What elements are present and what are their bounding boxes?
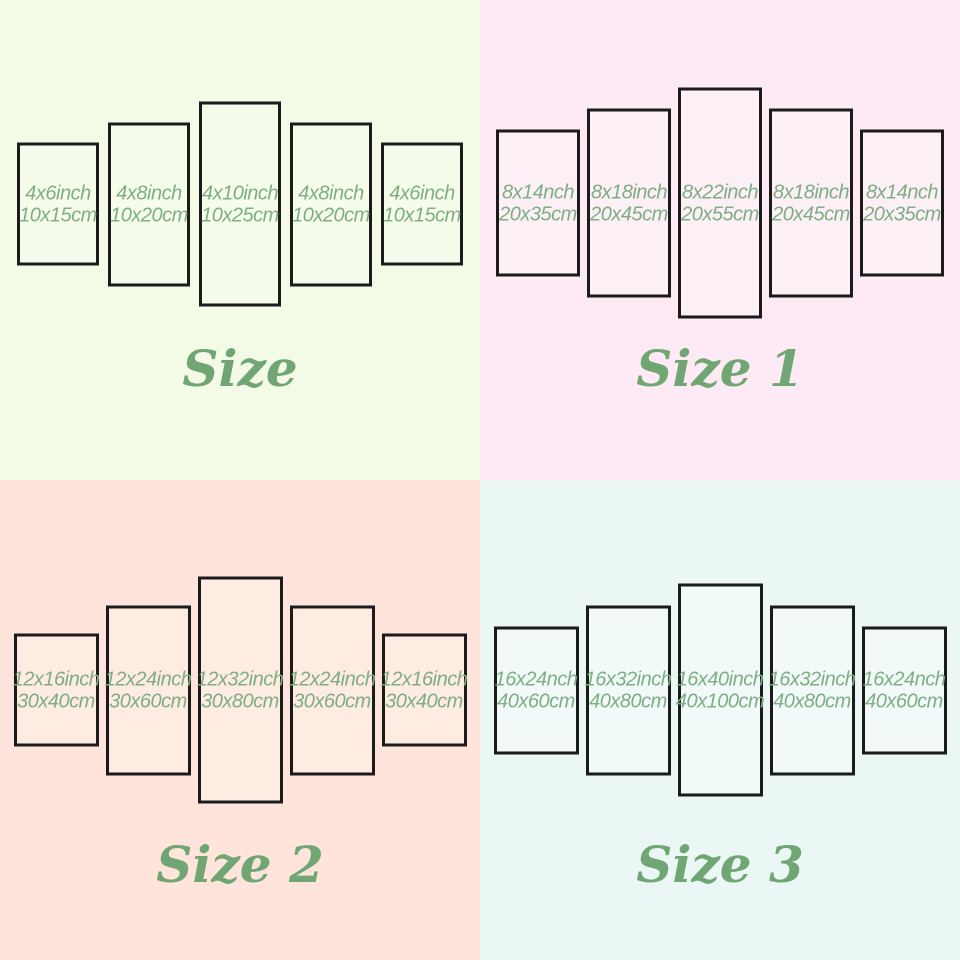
panel-inch-size: 12x24inch — [288, 668, 376, 690]
panel-cm-size: 30x40cm — [385, 690, 463, 712]
panel-size-text: 4x10inch 10x25cm — [201, 182, 279, 226]
panel-size-text: 16x32inch 40x80cm — [585, 668, 672, 712]
canvas-panel: 12x16inch 30x40cm — [13, 633, 100, 747]
panel-inch-size: 16x24nch — [494, 668, 578, 690]
panel-cm-size: 40x80cm — [773, 690, 851, 712]
canvas-panel: 4x6inch 10x15cm — [17, 142, 99, 266]
panel-size-text: 12x16inch 30x40cm — [13, 668, 100, 712]
panel-size-text: 8x22inch 20x55cm — [681, 181, 759, 225]
panel-size-text: 16x24nch 40x60cm — [495, 668, 578, 712]
size-group-label: Size 3 — [636, 835, 804, 894]
panel-inch-size: 4x6inch — [389, 182, 455, 204]
panel-cm-size: 20x35cm — [863, 203, 941, 225]
panel-cm-size: 20x45cm — [590, 203, 668, 225]
panel-cm-size: 10x20cm — [292, 204, 370, 226]
panel-size-text: 12x24inch 30x60cm — [105, 668, 192, 712]
panel-cm-size: 40x100cm — [675, 690, 765, 712]
canvas-panel: 8x18inch 20x45cm — [769, 108, 853, 298]
size-group-label: Size 1 — [636, 339, 804, 398]
panel-cm-size: 20x35cm — [499, 203, 577, 225]
panel-inch-size: 8x18inch — [590, 181, 668, 203]
panel-inch-size: 16x24nch — [862, 668, 946, 690]
panel-size-text: 16x32inch 40x80cm — [769, 668, 856, 712]
quadrant-size-2: 12x16inch 30x40cm 12x24inch 30x60cm 12x3… — [0, 480, 480, 960]
panel-cm-size: 10x15cm — [19, 204, 97, 226]
panel-inch-size: 4x10inch — [201, 182, 279, 204]
canvas-panel: 4x8inch 10x20cm — [108, 122, 190, 286]
panel-size-text: 4x8inch 10x20cm — [110, 182, 188, 226]
canvas-panel: 8x14nch 20x35cm — [860, 129, 944, 277]
panel-cm-size: 10x20cm — [110, 204, 188, 226]
panel-inch-size: 8x22inch — [681, 181, 759, 203]
panel-cm-size: 10x25cm — [201, 204, 279, 226]
panel-cm-size: 40x80cm — [589, 690, 667, 712]
panel-cm-size: 40x60cm — [497, 690, 575, 712]
panel-row: 8x14nch 20x35cm 8x18inch 20x45cm 8x22inc… — [480, 87, 960, 319]
quadrant-size-3: 16x24nch 40x60cm 16x32inch 40x80cm 16x40… — [480, 480, 960, 960]
panel-inch-size: 12x16inch — [12, 668, 100, 690]
panel-cm-size: 40x60cm — [865, 690, 943, 712]
panel-size-text: 4x6inch 10x15cm — [383, 182, 461, 226]
panel-size-text: 8x14nch 20x35cm — [499, 181, 577, 225]
panel-inch-size: 8x14nch — [865, 181, 939, 203]
panel-size-text: 16x40inch 40x100cm — [675, 668, 765, 712]
panel-size-text: 4x6inch 10x15cm — [19, 182, 97, 226]
panel-size-text: 12x16inch 30x40cm — [381, 668, 468, 712]
panel-row: 12x16inch 30x40cm 12x24inch 30x60cm 12x3… — [0, 576, 480, 804]
size-group-label: Size 2 — [156, 835, 324, 894]
panel-inch-size: 16x40inch — [676, 668, 764, 690]
canvas-panel: 12x24inch 30x60cm — [105, 605, 192, 775]
panel-size-text: 4x8inch 10x20cm — [292, 182, 370, 226]
canvas-panel: 16x32inch 40x80cm — [585, 605, 672, 775]
panel-cm-size: 20x55cm — [681, 203, 759, 225]
panel-inch-size: 4x8inch — [116, 182, 182, 204]
panel-inch-size: 12x32inch — [196, 668, 284, 690]
canvas-panel: 8x22inch 20x55cm — [678, 87, 762, 319]
panel-inch-size: 12x16inch — [380, 668, 468, 690]
canvas-panel: 12x16inch 30x40cm — [381, 633, 468, 747]
canvas-panel: 12x24inch 30x60cm — [289, 605, 376, 775]
canvas-panel: 16x24nch 40x60cm — [493, 626, 579, 754]
panel-row: 4x6inch 10x15cm 4x8inch 10x20cm 4x10inch… — [0, 101, 480, 307]
panel-inch-size: 4x8inch — [298, 182, 364, 204]
panel-size-text: 12x32inch 30x80cm — [197, 668, 284, 712]
canvas-panel: 4x8inch 10x20cm — [290, 122, 372, 286]
panel-cm-size: 10x15cm — [383, 204, 461, 226]
panel-size-text: 12x24inch 30x60cm — [289, 668, 376, 712]
canvas-panel: 4x6inch 10x15cm — [381, 142, 463, 266]
panel-cm-size: 30x80cm — [201, 690, 279, 712]
panel-cm-size: 30x60cm — [109, 690, 187, 712]
canvas-panel: 8x14nch 20x35cm — [496, 129, 580, 277]
panel-size-text: 8x14nch 20x35cm — [863, 181, 941, 225]
canvas-panel: 16x32inch 40x80cm — [769, 605, 856, 775]
canvas-panel: 8x18inch 20x45cm — [587, 108, 671, 298]
canvas-panel: 12x32inch 30x80cm — [197, 576, 284, 804]
canvas-panel: 4x10inch 10x25cm — [199, 101, 281, 307]
panel-size-text: 8x18inch 20x45cm — [590, 181, 668, 225]
quadrant-size-1: 8x14nch 20x35cm 8x18inch 20x45cm 8x22inc… — [480, 0, 960, 480]
panel-inch-size: 8x14nch — [501, 181, 575, 203]
panel-inch-size: 16x32inch — [584, 668, 672, 690]
panel-cm-size: 20x45cm — [772, 203, 850, 225]
quadrant-size: 4x6inch 10x15cm 4x8inch 10x20cm 4x10inch… — [0, 0, 480, 480]
panel-size-text: 16x24nch 40x60cm — [863, 668, 946, 712]
size-group-label: Size — [182, 339, 298, 398]
panel-inch-size: 12x24inch — [104, 668, 192, 690]
panel-inch-size: 16x32inch — [768, 668, 856, 690]
canvas-panel: 16x24nch 40x60cm — [861, 626, 947, 754]
panel-cm-size: 30x40cm — [17, 690, 95, 712]
canvas-panel: 16x40inch 40x100cm — [675, 583, 765, 797]
panel-cm-size: 30x60cm — [293, 690, 371, 712]
panel-inch-size: 8x18inch — [772, 181, 850, 203]
panel-inch-size: 4x6inch — [25, 182, 91, 204]
panel-row: 16x24nch 40x60cm 16x32inch 40x80cm 16x40… — [480, 583, 960, 797]
panel-size-text: 8x18inch 20x45cm — [772, 181, 850, 225]
